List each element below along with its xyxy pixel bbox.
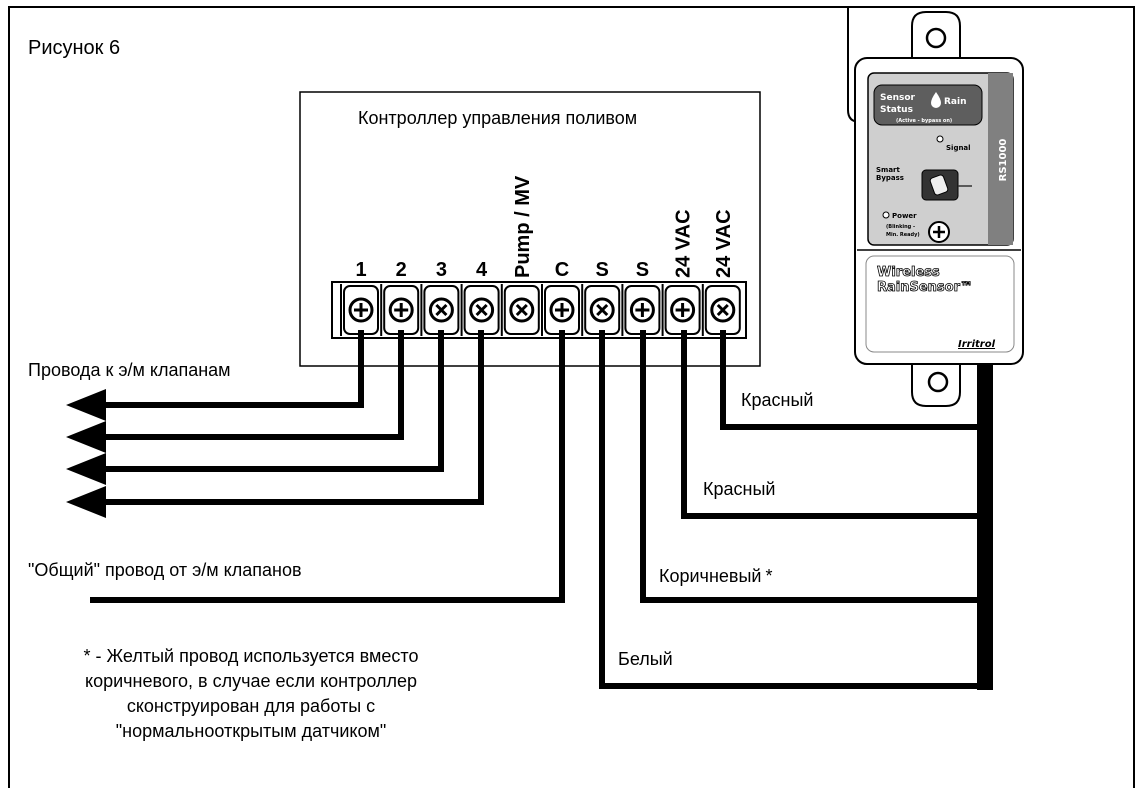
terminal-label: S [596, 259, 609, 281]
screw-slot-icon [354, 303, 368, 317]
terminal-label: 2 [396, 259, 407, 281]
screw-slot-icon [716, 303, 729, 317]
wire-white-label: Белый [618, 649, 673, 669]
power-led-icon [882, 211, 890, 219]
terminal-strip [331, 281, 747, 339]
footnote-line-4: "нормальнооткрытым датчиком" [116, 721, 386, 741]
terminal-label: 24 VAC [673, 209, 695, 278]
controller-title: Контроллер управления поливом [358, 108, 637, 128]
screw-slot-icon [675, 303, 690, 317]
common-wire-label: "Общий" провод от э/м клапанов [28, 560, 302, 580]
power-plus-icon [933, 226, 945, 238]
power-line-3: Min. Ready) [886, 232, 920, 238]
status-sub: (Active - bypass on) [896, 118, 952, 124]
terminal-labels: 1 2 3 4 Pump / MV C S S 24 VAC 24 VAC [355, 175, 734, 281]
terminal-label: 4 [476, 259, 488, 281]
terminal-label: Pump / MV [512, 175, 534, 278]
screw-slot-icon [394, 303, 409, 317]
screw-slot-icon [596, 303, 609, 317]
footnote-line-3: сконструирован для работы с [127, 696, 375, 716]
terminal-label: 1 [355, 259, 366, 281]
wire-red-1-label: Красный [741, 390, 813, 410]
brand-logo: Irritrol [958, 339, 996, 350]
figure-label: Рисунок 6 [28, 37, 120, 59]
bypass-key-icon [929, 174, 949, 196]
wire-zone-3 [100, 330, 444, 472]
screw-slot-icon [635, 303, 650, 317]
wire-white [599, 330, 985, 689]
top-mount-hole [925, 27, 947, 49]
wire-red-1 [720, 330, 985, 430]
arrow-zone-1 [66, 389, 106, 421]
sensor-wires [599, 330, 985, 689]
arrow-zone-3 [66, 453, 106, 485]
terminal-label: S [636, 259, 649, 281]
terminal-label: C [555, 259, 569, 281]
arrow-zone-2 [66, 421, 106, 453]
rain-drop-icon [931, 92, 941, 108]
footnote: * - Желтый провод используется вместо ко… [84, 646, 419, 741]
power-line-2: (Blinking - [886, 224, 915, 230]
screw-slot-icon [475, 303, 488, 317]
arrow-zone-4 [66, 486, 106, 518]
sensor-cable [977, 362, 993, 690]
smart-bypass-line-2: Bypass [876, 174, 904, 182]
wire-red-2 [681, 330, 985, 519]
wire-zone-2 [100, 330, 404, 440]
signal-led-icon [936, 135, 944, 143]
valve-arrows [66, 389, 106, 518]
product-panel [865, 255, 1015, 353]
wire-zone-4 [100, 330, 484, 505]
status-badge [873, 84, 983, 126]
wire-common [90, 330, 565, 603]
screw-slot-icon [515, 303, 528, 317]
wire-brown-label: Коричневый* [659, 566, 772, 586]
footnote-line-2: коричневого, в случае если контроллер [85, 671, 417, 691]
status-rain: Rain [944, 97, 967, 107]
signal-label: Signal [946, 144, 971, 152]
model-label: RS1000 [998, 139, 1009, 182]
status-line-2: Status [880, 105, 913, 115]
footnote-line-1: * - Желтый провод используется вместо [84, 646, 419, 666]
product-line-1: Wireless [877, 265, 940, 280]
wire-brown [640, 330, 985, 603]
terminal-label: 3 [436, 259, 447, 281]
wire-red-2-label: Красный [703, 479, 775, 499]
terminal-label: 24 VAC [713, 209, 735, 278]
screw-slot-icon [435, 303, 448, 317]
screw-slot-icon [555, 303, 569, 317]
smart-bypass-line-1: Smart [876, 166, 901, 174]
bottom-mount-hole [927, 371, 949, 393]
model-strip [988, 73, 1013, 245]
valve-wires [100, 330, 484, 505]
rain-sensor-device: RS1000 Sensor Status Rain (Active - bypa… [847, 8, 1024, 407]
product-line-2: RainSensor™ [877, 280, 973, 295]
wire-zone-1 [100, 330, 364, 408]
status-line-1: Sensor [880, 93, 916, 103]
power-line-1: Power [892, 212, 917, 220]
valve-wires-label: Провода к э/м клапанам [28, 360, 231, 380]
